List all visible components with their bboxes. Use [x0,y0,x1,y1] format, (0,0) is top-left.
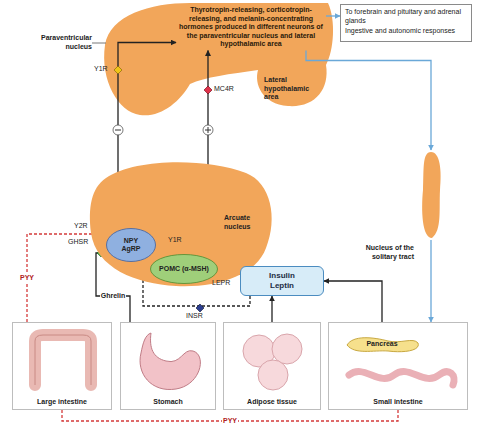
receptor-label: Y2R [74,222,88,231]
receptor-symbol [114,66,122,74]
organ-panel: Adipose tissue [223,322,321,410]
receptor-symbol [204,86,212,94]
receptor-label: LEPR [212,279,230,288]
node-text: Adipose tissue [247,398,297,407]
node-text: Pancreas [366,340,397,349]
neuron-oval: POMC (α-MSH) [150,254,218,284]
node-text: AgRP [121,245,140,254]
node-text: Leptin [245,281,319,291]
edge-label: PYY [19,274,35,283]
brainstem-nucleus: Nucleus of the solitary tract [418,150,444,240]
neuron-oval: NPYAgRP [106,228,156,262]
stimulatory-symbol [203,125,213,135]
organ-shape: Pancreas [343,331,421,357]
node-text: Arcuate nucleus [224,214,270,231]
inhibitory-symbol [113,125,123,135]
node-text: NPY [124,237,138,246]
connector-line [27,234,106,322]
output-box: To forebrain and pituitary and adrenal g… [340,4,472,42]
edge-label: Ghrelin [100,292,127,301]
node-text: Insulin [245,271,319,281]
receptor-label: INSR [186,312,203,321]
node-text: Stomach [153,398,183,407]
node-outline [418,150,444,240]
connector-line [326,15,340,16]
node-text: Thyrotropin-releasing, corticotropin-rel… [179,6,323,49]
region-label: Lateral hypothalamic area [264,76,320,102]
node-text: To forebrain and pituitary and adrenal g… [345,8,467,25]
hormone-region: Thyrotropin-releasing, corticotropin-rel… [176,4,326,51]
region-label: Paraventricular nucleus [22,34,92,51]
connector-line [306,51,431,151]
organ-panel: Large intestine [12,322,112,410]
receptor-label: Y1R [94,65,108,74]
connector-line [430,240,431,322]
node-text: Small intestine [373,398,422,407]
organ-panel: Small intestine Pancreas [328,322,468,410]
receptor-label: Y1R [168,236,182,245]
paraventricular-region [104,3,333,115]
hormone-box: InsulinLeptin [240,266,324,296]
receptor-label: GHSR [68,238,88,247]
node-text: Nucleus of the solitary tract [348,244,414,261]
node-text: Ingestive and autonomic responses [345,27,467,36]
node-text: Large intestine [37,398,87,407]
connector-line [271,296,272,322]
node-text: POMC (α-MSH) [159,265,209,274]
receptor-symbol [196,304,204,312]
receptor-label: MC4R [214,85,234,94]
edge-label: PYY [222,417,238,426]
leader-line [92,43,106,44]
organ-panel: Stomach [120,322,216,410]
